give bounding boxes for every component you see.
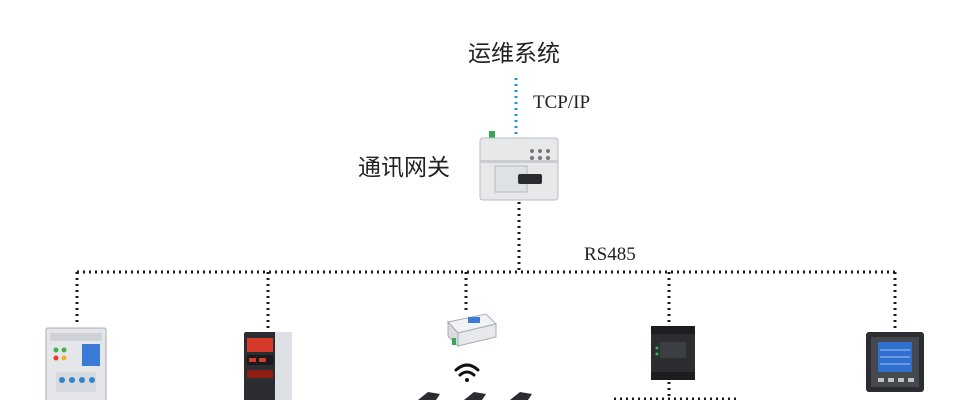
wireless-gateway-icon	[447, 313, 497, 348]
controller-red-display-icon	[244, 332, 292, 400]
power-meter-icon	[866, 332, 924, 392]
gateway-device-icon	[479, 131, 559, 201]
tcp-ip-label: TCP/IP	[533, 92, 591, 113]
protection-relay-icon	[45, 327, 107, 400]
wifi-icon	[454, 363, 480, 382]
rs485-label: RS485	[584, 244, 636, 265]
wireless-sensor-icons	[418, 392, 532, 400]
bus-drops	[75, 272, 897, 330]
io-module-icon	[651, 326, 695, 380]
gateway-label: 通讯网关	[358, 155, 450, 181]
operations-system-label: 运维系统	[468, 41, 560, 67]
